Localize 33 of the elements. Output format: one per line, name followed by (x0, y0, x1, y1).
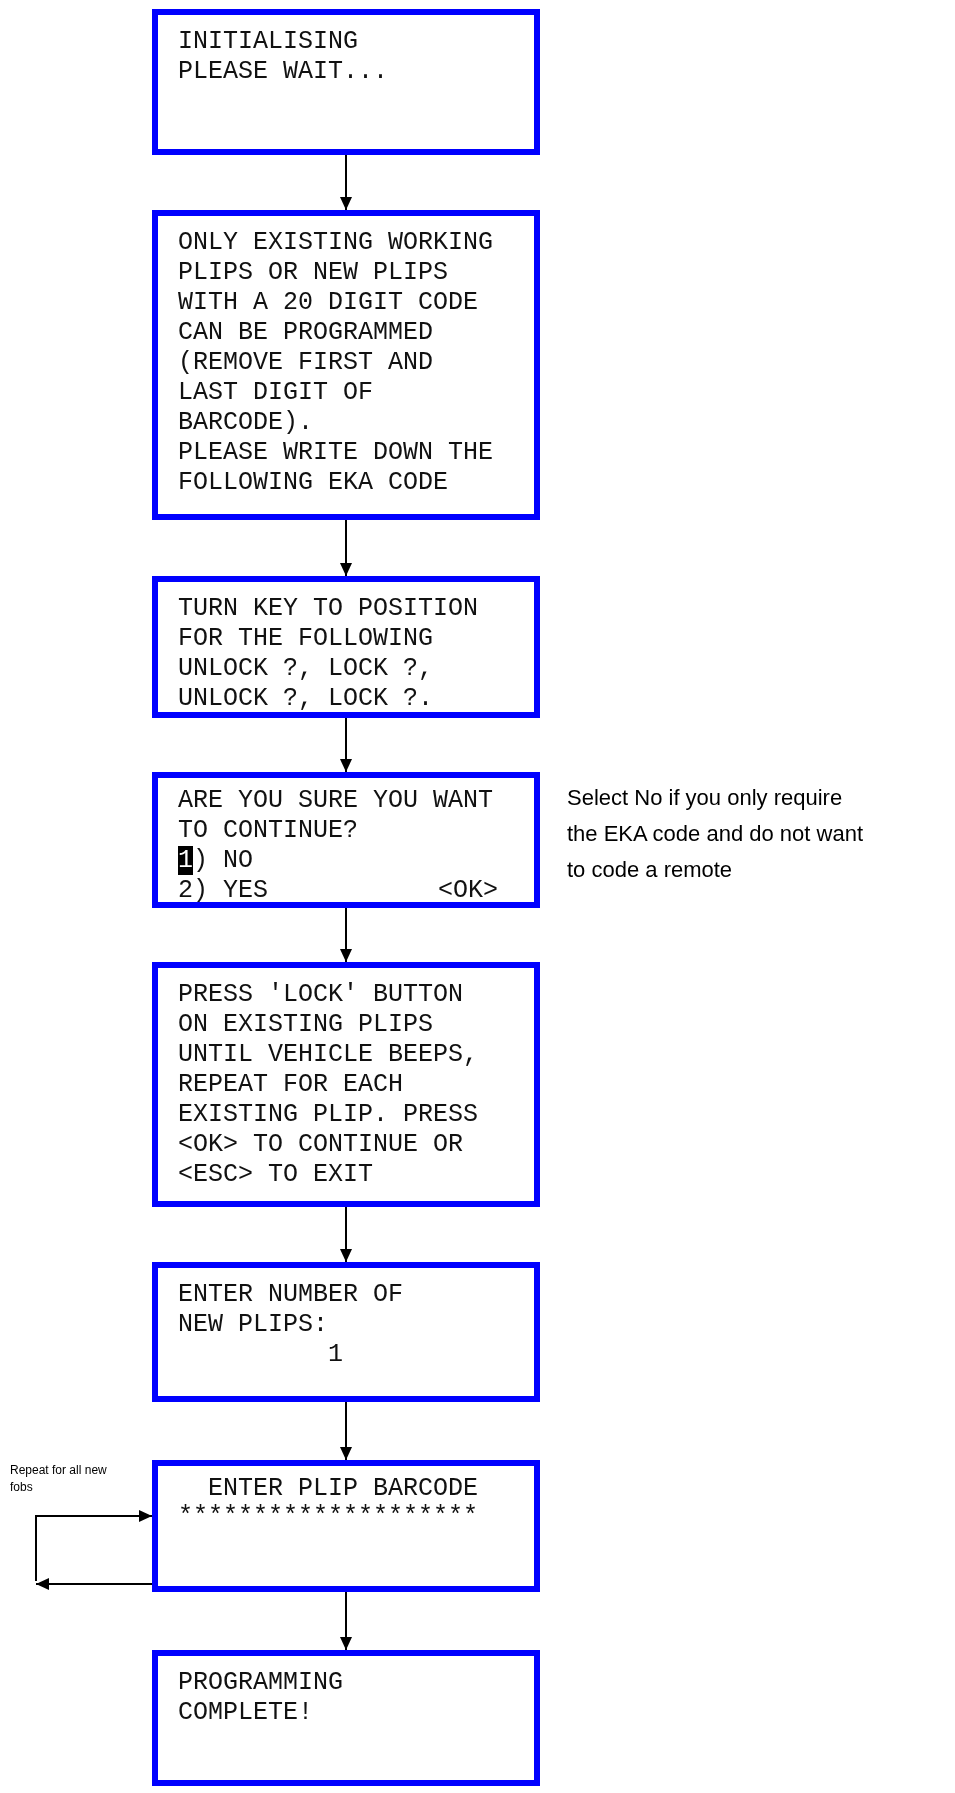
screen-box (152, 1650, 540, 1786)
arrow (340, 1591, 352, 1651)
screen-text: 1 (328, 1340, 344, 1370)
screen-box (152, 576, 540, 718)
screen-text: PRESS 'LOCK' BUTTON ON EXISTING PLIPS UNTIL VEHICLE BEEPS, REPEAT FOR EACH EXISTING PLIP. PRESS <OK> TO CONTINUE OR <ESC> TO EXIT (178, 980, 480, 1190)
screen-box (152, 1262, 540, 1402)
screen-text: ENTER PLIP BARCODE (208, 1474, 480, 1504)
arrow (340, 154, 352, 211)
arrow (35, 1510, 153, 1582)
arrow (340, 1401, 352, 1461)
screen-box (152, 772, 540, 908)
screen-box (152, 210, 540, 520)
screen-text: <OK> (438, 876, 499, 906)
arrow (340, 519, 352, 577)
screen-text: ARE YOU SURE YOU WANT TO CONTINUE? (178, 786, 495, 846)
screen-text: ******************** (178, 1502, 480, 1532)
arrow (340, 717, 352, 773)
arrow (340, 1206, 352, 1263)
screen-text: ENTER NUMBER OF NEW PLIPS: (178, 1280, 405, 1340)
screen-text: 2) YES (178, 876, 269, 906)
screen-box (152, 9, 540, 155)
screen-text: PLEASE WRITE DOWN THE FOLLOWING EKA CODE (178, 438, 495, 498)
screen-box (152, 962, 540, 1207)
arrow (35, 1578, 153, 1590)
screen-text: ONLY EXISTING WORKING PLIPS OR NEW PLIPS WITH A 20 DIGIT CODE CAN BE PROGRAMMED (REMOVE FIRST AND LAST DIGIT OF BARCODE). (178, 228, 495, 438)
arrow (340, 907, 352, 963)
screen-text: INITIALISING PLEASE WAIT... (178, 27, 389, 87)
screen-text: PROGRAMMING COMPLETE! (178, 1668, 345, 1728)
screen-text: 1) NO (178, 846, 255, 876)
screen-box (152, 1460, 540, 1592)
side-note: Select No if you only require the EKA code and do not want to code a remote (567, 784, 864, 884)
screen-text: TURN KEY TO POSITION FOR THE FOLLOWING UNLOCK ?, LOCK ?, UNLOCK ?, LOCK ?. (178, 594, 480, 714)
loop-label: Repeat for all new fobs (10, 1462, 108, 1496)
